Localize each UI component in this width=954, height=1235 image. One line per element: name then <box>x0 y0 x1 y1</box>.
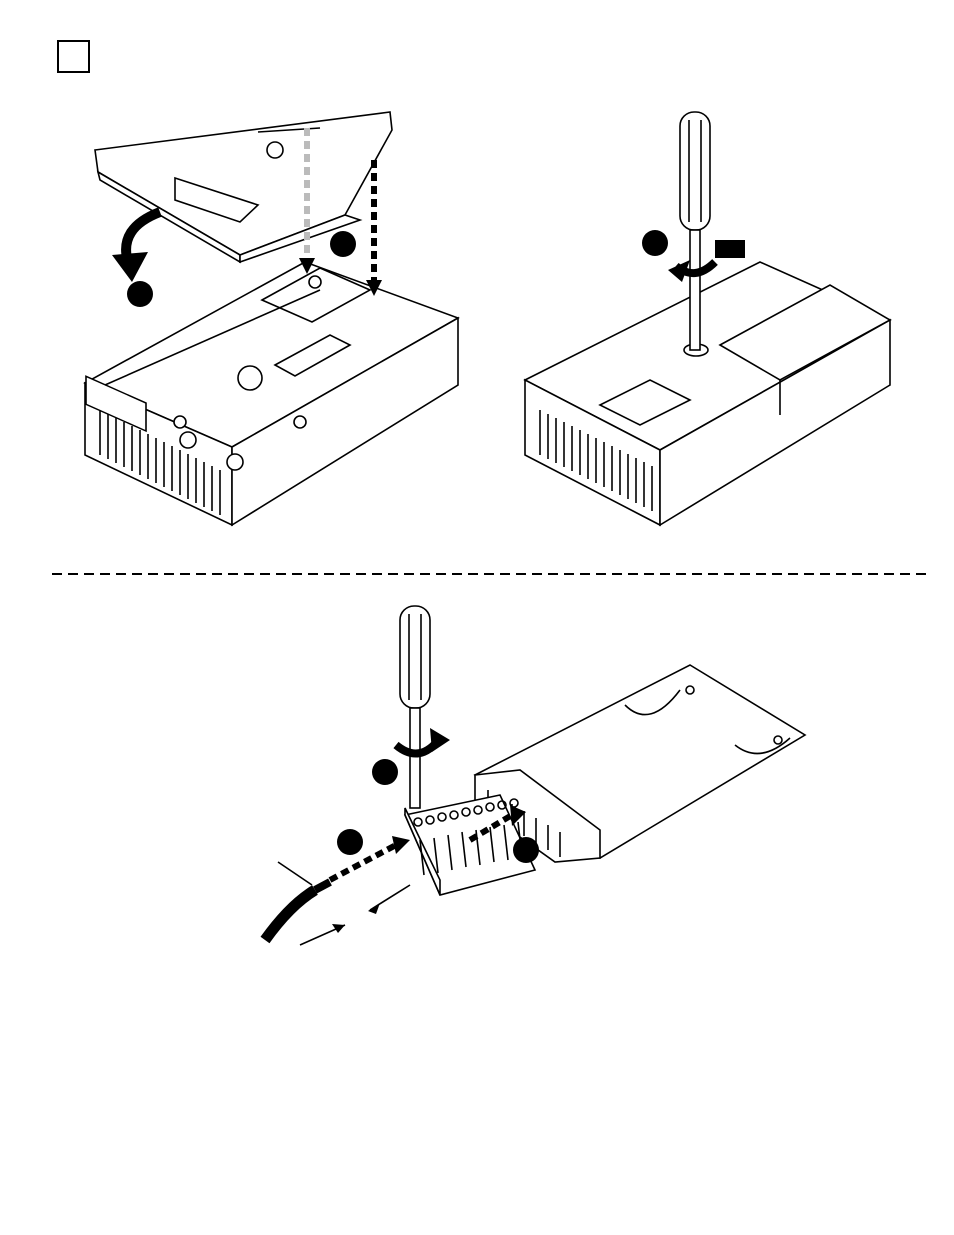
screwdriver-icon <box>400 606 430 808</box>
callout-dot <box>513 837 539 863</box>
callout-dot <box>372 759 398 785</box>
callout-dot <box>337 829 363 855</box>
curved-arrow-icon <box>112 212 160 282</box>
callout-dot <box>330 231 356 257</box>
wire-icon <box>265 862 330 940</box>
figure-remove-cover <box>85 112 458 525</box>
callout-dot <box>127 281 153 307</box>
callout-dot <box>642 230 668 256</box>
rotate-arrow-icon <box>396 728 450 754</box>
io-card-icon <box>475 665 805 862</box>
figure-wire-terminal <box>265 606 805 945</box>
figure-fasten-cover <box>525 112 890 525</box>
drive-closed-icon <box>525 262 890 525</box>
